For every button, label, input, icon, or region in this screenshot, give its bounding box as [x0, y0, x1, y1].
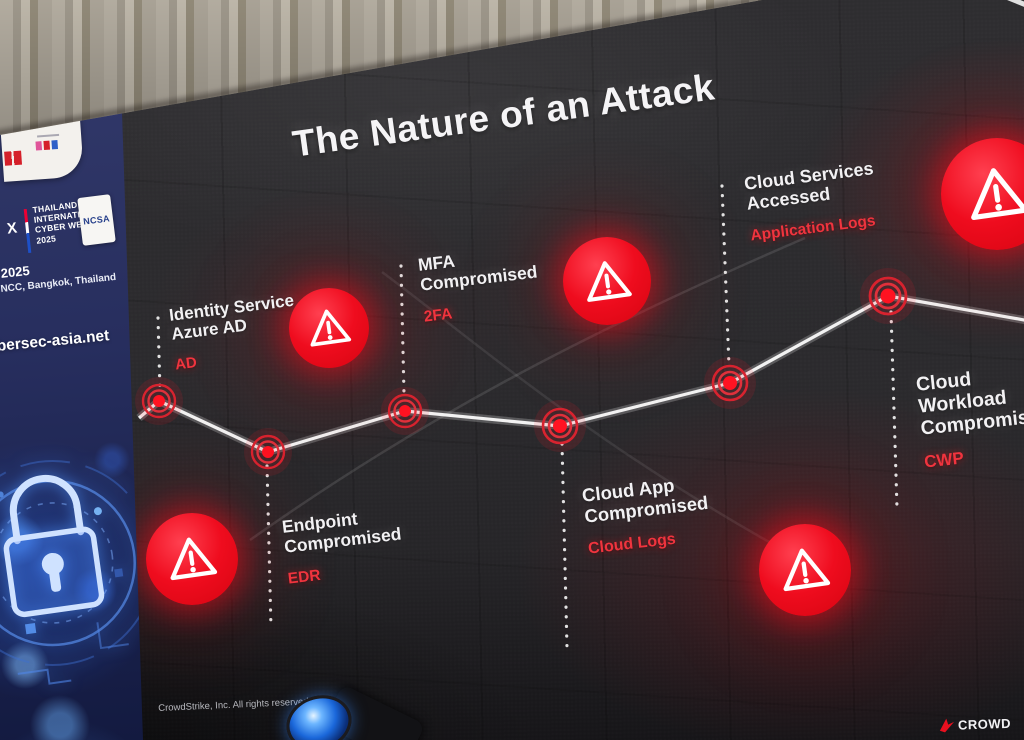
logo-mark	[43, 140, 51, 150]
sponsor-logo-red	[4, 150, 23, 166]
attack-path	[137, 294, 1024, 454]
milestone-cloud-app: Cloud App Compromised Cloud Logs	[581, 472, 713, 558]
background-arc	[249, 236, 806, 542]
warning-triangle-icon	[941, 138, 1024, 250]
event-year: 2025	[0, 262, 31, 281]
sponsor-logo-multi	[35, 140, 59, 151]
crowdstrike-logo: CROWD	[938, 715, 1012, 735]
warning-triangle-icon	[289, 288, 369, 368]
milestone-cloud-workload: Cloud Workload Compromised CWP	[915, 360, 1024, 472]
bullseye-target-icon	[135, 268, 916, 476]
crowdstrike-falcon-icon	[939, 718, 955, 733]
brand-text: CROWD	[957, 715, 1012, 733]
milestone-label: Cloud Workload Compromised	[915, 368, 1024, 440]
agency-badge-text: NCSA	[82, 213, 111, 227]
dotted-connectors	[156, 184, 899, 650]
collab-x-mark: X	[6, 219, 19, 238]
event-banner: X THAILAND INTERNATIONAL CYBER WEEK 2025…	[0, 112, 143, 740]
sponsor-caption-bar	[37, 133, 60, 138]
agency-badge: NCSA	[77, 194, 116, 246]
milestone-endpoint: Endpoint Compromised EDR	[281, 505, 406, 588]
logo-mark	[51, 140, 59, 150]
warning-triangle-icon	[563, 237, 651, 325]
warning-triangle-icon	[759, 524, 851, 616]
stage-spotlight	[278, 684, 428, 740]
cyber-padlock-icon	[0, 459, 142, 685]
warning-triangle-icon	[146, 513, 238, 605]
logo-mark	[35, 141, 43, 151]
milestone-mfa: MFA Compromised 2FA	[417, 243, 542, 326]
